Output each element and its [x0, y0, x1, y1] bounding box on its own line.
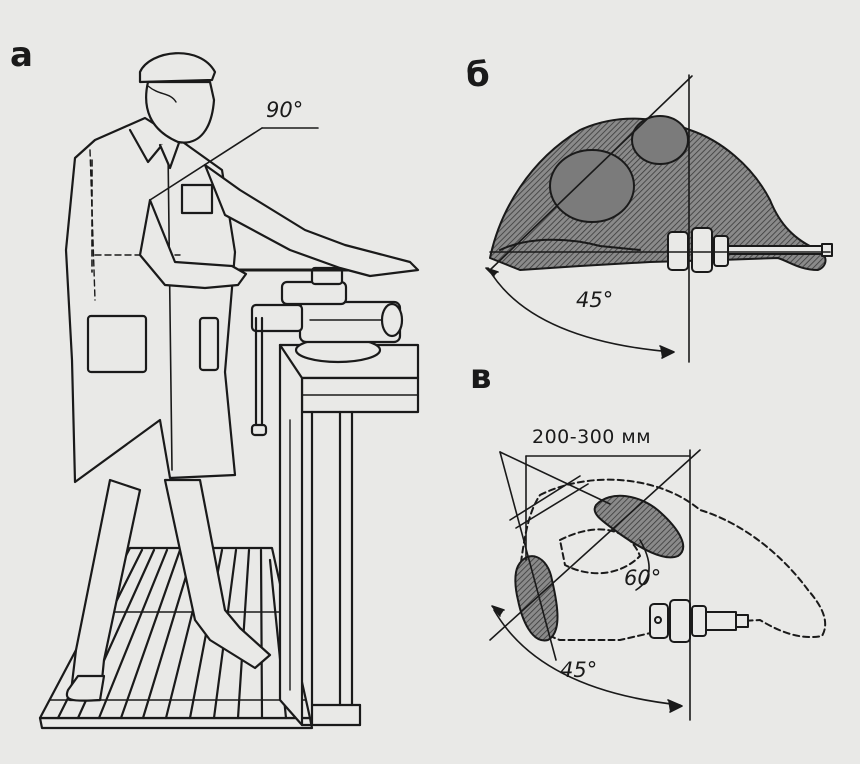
panel-a-drawing [38, 52, 420, 730]
panel-label-b: б [466, 55, 490, 95]
angle-90-lines [91, 127, 319, 273]
panel-c-drawing [489, 449, 827, 721]
distance-label-200-300: 200-300 мм [532, 426, 652, 448]
angle-label-45-b: 45° [576, 288, 614, 312]
grip-upper [593, 494, 685, 559]
worker-figure [64, 52, 420, 702]
angle-label-90: 90° [266, 98, 304, 122]
angle-label-60: 60° [624, 566, 662, 590]
panel-label-c: в [470, 357, 492, 397]
panel-label-a: а [10, 35, 33, 75]
bench-vise [250, 266, 404, 437]
workbench [278, 343, 420, 727]
panel-b-drawing [485, 74, 833, 363]
angle-label-45-c: 45° [560, 658, 598, 682]
